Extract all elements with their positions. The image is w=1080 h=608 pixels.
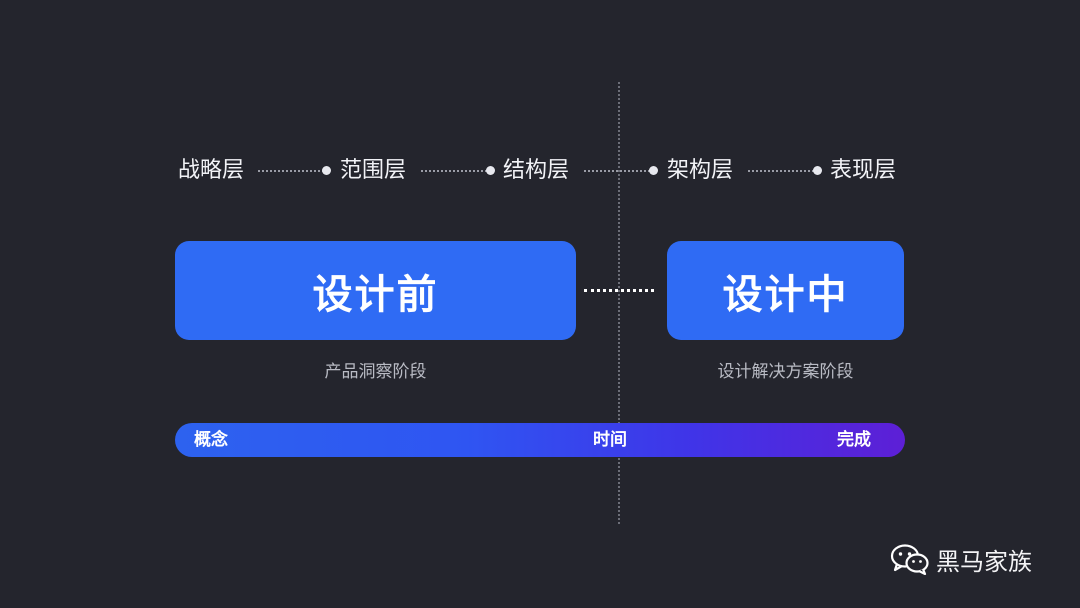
timeline-bar: 概念 时间 完成 <box>175 423 905 457</box>
layer-row: 战略层 范围层 结构层 架构层 表现层 <box>175 153 905 189</box>
layer-connector <box>258 170 324 172</box>
layer-label-strategy: 战略层 <box>178 158 245 183</box>
layer-dot <box>486 166 495 175</box>
layer-label-architecture: 架构层 <box>667 158 734 183</box>
layer-label-scope: 范围层 <box>340 158 407 183</box>
stage-description-during-design: 设计解决方案阶段 <box>717 362 854 382</box>
brand-name: 黑马家族 <box>936 547 1032 576</box>
stage-connector <box>584 289 654 292</box>
stage-box-during-design: 设计中 <box>667 241 904 340</box>
phase-divider <box>618 82 620 524</box>
layer-connector <box>748 170 814 172</box>
layer-connector <box>421 170 487 172</box>
stage-box-before-design: 设计前 <box>175 241 576 340</box>
layer-dot <box>813 166 822 175</box>
layer-label-surface: 表现层 <box>830 158 897 183</box>
layer-dot <box>322 166 331 175</box>
wechat-icon <box>890 544 929 575</box>
brand-watermark: 黑马家族 <box>890 541 1032 577</box>
stage-description-before-design: 产品洞察阶段 <box>324 362 427 382</box>
timeline-start-label: 概念 <box>194 430 228 450</box>
layer-connector <box>584 170 650 172</box>
layer-label-structure: 结构层 <box>503 158 570 183</box>
layer-dot <box>649 166 658 175</box>
timeline-end-label: 完成 <box>837 430 871 450</box>
timeline-middle-label: 时间 <box>593 430 627 450</box>
